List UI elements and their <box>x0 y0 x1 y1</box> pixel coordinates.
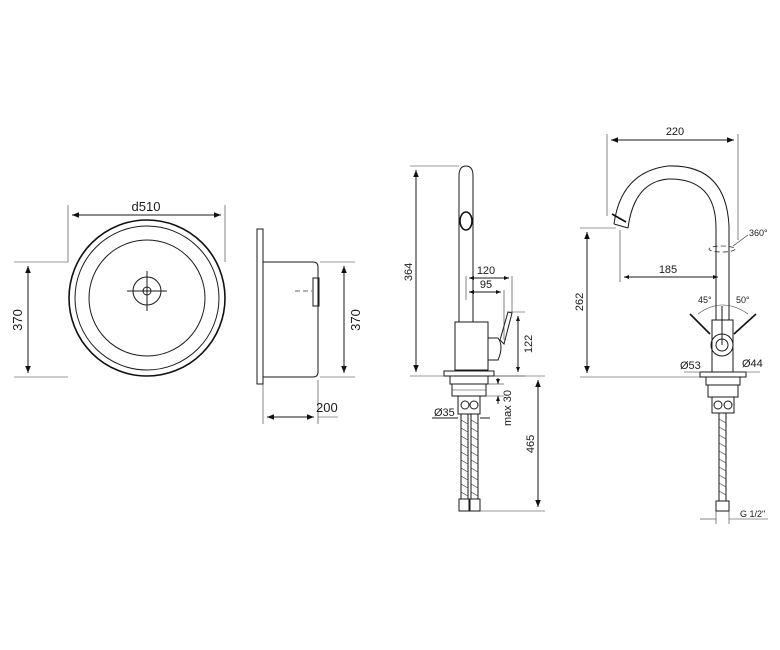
sink-diameter-label: d510 <box>132 199 161 214</box>
rotation-label: 360° <box>749 228 768 238</box>
hose-right <box>468 413 481 512</box>
angle-right-label: 50° <box>736 295 750 305</box>
sink-side-height-label: 370 <box>348 309 363 331</box>
faucet-width-120-label: 120 <box>477 265 495 277</box>
d53-label: Ø53 <box>680 360 701 372</box>
sink-side-view: 370 200 <box>256 228 363 424</box>
d44-label: Ø44 <box>742 358 763 370</box>
hose-left <box>458 413 471 512</box>
sink-height-label: 370 <box>10 309 25 331</box>
hose-front <box>715 412 730 512</box>
sink-top-view: d510 370 <box>10 199 226 378</box>
faucet-front-view: 360° 45° 50° 220 185 <box>574 126 768 524</box>
front-width-label: 220 <box>666 126 684 138</box>
faucet-d35-label: Ø35 <box>434 407 455 419</box>
faucet-122-label: 122 <box>523 335 535 353</box>
drain-icon <box>127 271 167 311</box>
faucet-max30-label: max 30 <box>502 390 514 426</box>
faucet-height-label: 364 <box>403 263 415 281</box>
sink-depth-label: 200 <box>316 400 338 415</box>
front-reach-label: 185 <box>659 264 677 276</box>
faucet-side-view: 364 120 95 122 465 max 30 Ø35 <box>403 165 545 512</box>
angle-left-label: 45° <box>698 295 712 305</box>
front-height-label: 262 <box>574 293 586 311</box>
faucet-465-label: 465 <box>525 435 537 453</box>
faucet-width-95-label: 95 <box>480 279 492 291</box>
thread-label: G 1/2" <box>740 509 765 519</box>
